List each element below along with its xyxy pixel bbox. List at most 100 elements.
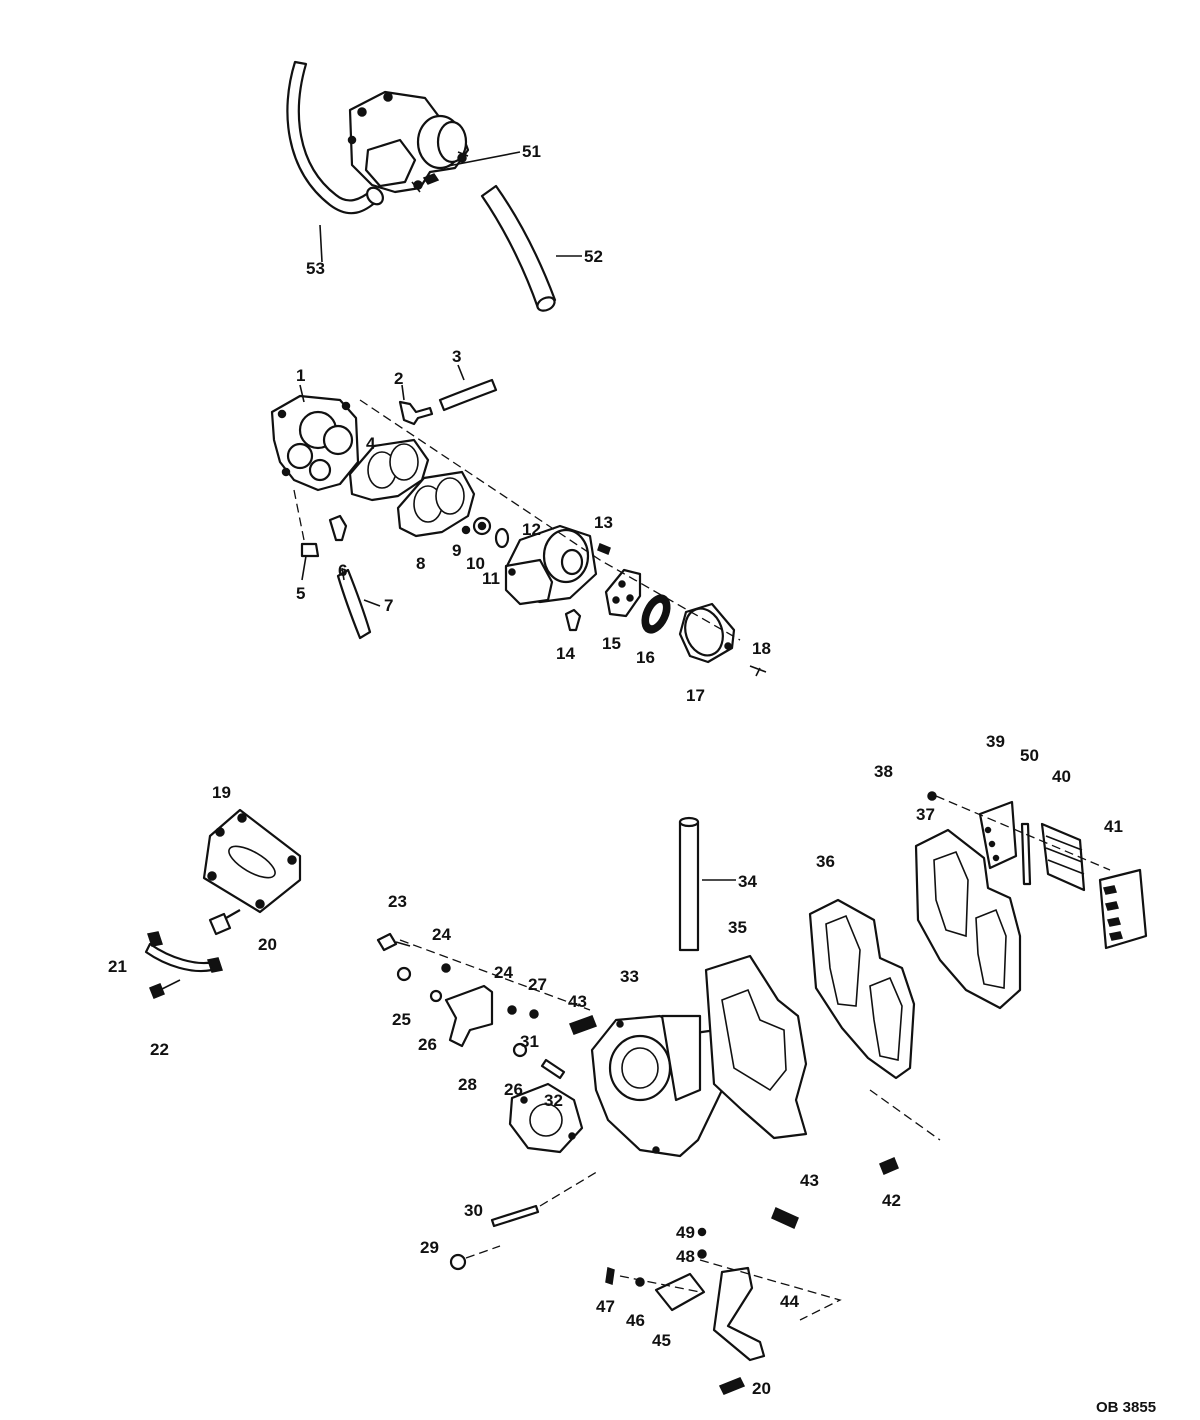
callout-15: 15 <box>602 634 621 653</box>
screw-49 <box>697 1227 707 1237</box>
callout-9: 9 <box>452 541 461 560</box>
check-valve-9 <box>461 525 471 535</box>
pin-50 <box>1020 822 1032 886</box>
washer-24a <box>441 963 451 973</box>
bolt-43b <box>771 1206 799 1230</box>
callout-45: 45 <box>652 1331 671 1350</box>
callout-21: 21 <box>108 957 127 976</box>
washer-24b <box>507 1005 517 1015</box>
bolt-20a <box>208 909 241 936</box>
callout-52: 52 <box>584 247 603 266</box>
hose-3 <box>438 378 498 412</box>
callout-5: 5 <box>296 584 305 603</box>
callout-4: 4 <box>366 434 376 453</box>
callout-32: 32 <box>544 1091 563 1110</box>
callout-39: 39 <box>986 732 1005 751</box>
callout-40: 40 <box>1052 767 1071 786</box>
callout-50: 50 <box>1020 746 1039 765</box>
fuel-pump-assembly <box>286 60 582 312</box>
callout-35: 35 <box>728 918 747 937</box>
shaft-30 <box>490 1204 540 1228</box>
callout-36: 36 <box>816 852 835 871</box>
callout-10: 10 <box>466 554 485 573</box>
nut-27 <box>529 1009 539 1019</box>
callout-17: 17 <box>686 686 705 705</box>
stud-32 <box>540 1058 566 1080</box>
callout-18: 18 <box>752 639 771 658</box>
o-ring-11 <box>494 527 510 549</box>
callout-47: 47 <box>596 1297 615 1316</box>
callout-51: 51 <box>522 142 541 161</box>
callout-11: 11 <box>482 569 500 588</box>
fitting-23 <box>376 932 398 952</box>
fuel-pump-exploded <box>270 364 767 677</box>
callout-24b: 24 <box>494 963 513 982</box>
reed-petals-40 <box>1040 822 1086 892</box>
callout-26a: 26 <box>418 1035 437 1054</box>
bolt-42 <box>879 1157 899 1175</box>
callout-19: 19 <box>212 783 231 802</box>
callout-14: 14 <box>556 644 575 663</box>
callout-24a: 24 <box>432 925 451 944</box>
callout-27: 27 <box>528 975 547 994</box>
tube-34 <box>678 820 700 952</box>
callout-37: 37 <box>916 805 935 824</box>
callout-20a: 20 <box>258 935 277 954</box>
bolt-20b <box>718 1377 746 1395</box>
washer-26b <box>512 1042 528 1058</box>
callout-16: 16 <box>636 648 655 667</box>
callout-43b: 43 <box>800 1171 819 1190</box>
elbow-fitting-2 <box>398 400 434 426</box>
drawing-code: OB 3855 <box>1096 1399 1156 1416</box>
callout-44: 44 <box>780 1292 799 1311</box>
callout-20b: 20 <box>752 1379 771 1398</box>
bracket-45 <box>654 1272 706 1312</box>
callout-31: 31 <box>520 1032 539 1051</box>
callout-6: 6 <box>338 561 347 580</box>
callout-43a: 43 <box>568 992 587 1011</box>
callout-29: 29 <box>420 1238 439 1257</box>
screw-18 <box>749 665 767 677</box>
plug-5 <box>300 542 320 558</box>
callout-30: 30 <box>464 1201 483 1220</box>
intake-assembly <box>144 791 1148 1395</box>
clamp-21 <box>144 942 216 973</box>
callout-13: 13 <box>594 513 613 532</box>
screw-22 <box>149 983 165 999</box>
callout-34: 34 <box>738 872 757 891</box>
callout-12: 12 <box>522 520 541 539</box>
callout-23: 23 <box>388 892 407 911</box>
callout-3: 3 <box>452 347 461 366</box>
callout-2: 2 <box>394 369 403 388</box>
nut-29 <box>449 1253 467 1271</box>
callout-41: 41 <box>1104 817 1123 836</box>
callout-33: 33 <box>620 967 639 986</box>
callout-49: 49 <box>676 1223 695 1242</box>
washer-26a <box>429 989 443 1003</box>
callout-labels: 51 52 53 1 2 3 4 5 6 7 8 9 10 11 12 13 1… <box>108 142 1123 1398</box>
callout-25: 25 <box>392 1010 411 1029</box>
fitting-51 <box>422 173 440 185</box>
callout-26b: 26 <box>504 1080 523 1099</box>
callout-53: 53 <box>306 259 325 278</box>
fuel-hose-52 <box>480 184 557 310</box>
screw-13 <box>597 543 611 555</box>
callout-48: 48 <box>676 1247 695 1266</box>
callout-38: 38 <box>874 762 893 781</box>
callout-7: 7 <box>384 596 393 615</box>
bolt-43a <box>569 1015 597 1035</box>
screw-38 <box>927 791 937 801</box>
callout-8: 8 <box>416 554 425 573</box>
hose-7 <box>336 568 372 640</box>
screw-14 <box>564 608 582 632</box>
elbow-6 <box>328 514 348 542</box>
bracket-28 <box>444 984 494 1048</box>
washer-48 <box>697 1249 707 1259</box>
screw-47 <box>605 1267 615 1285</box>
callout-28: 28 <box>458 1075 477 1094</box>
callout-42: 42 <box>882 1191 901 1210</box>
callout-1: 1 <box>296 366 305 385</box>
callout-22: 22 <box>150 1040 169 1059</box>
plate-15 <box>604 568 642 618</box>
